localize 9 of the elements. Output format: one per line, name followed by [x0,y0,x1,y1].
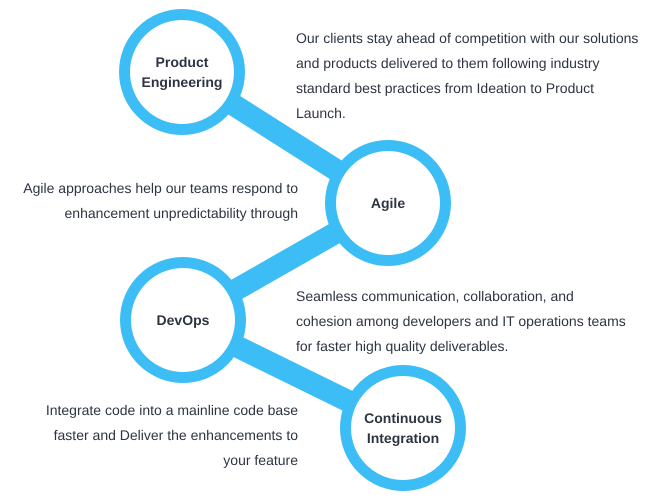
description-text: Our clients stay ahead of competition with our solutions and products delivered to them following industry standard best practices from Ideation to Product Launch. [296,29,640,123]
node-title: Continuous Integration [363,409,443,448]
connector-band [231,336,355,412]
description-text: Agile approaches help our teams respond to enhancement unpredictability through [22,179,298,223]
description-text: Seamless communication, collaboration, and cohesion among developers and IT operations teams for faster high quality deliverables. [296,287,626,356]
node-title: DevOps [156,311,210,330]
description-text: Integrate code into a mainline code base faster and Deliver the enhancements to your feature [44,401,298,470]
node-title: Agile [370,194,406,213]
node-title: Product Engineering [140,53,224,92]
